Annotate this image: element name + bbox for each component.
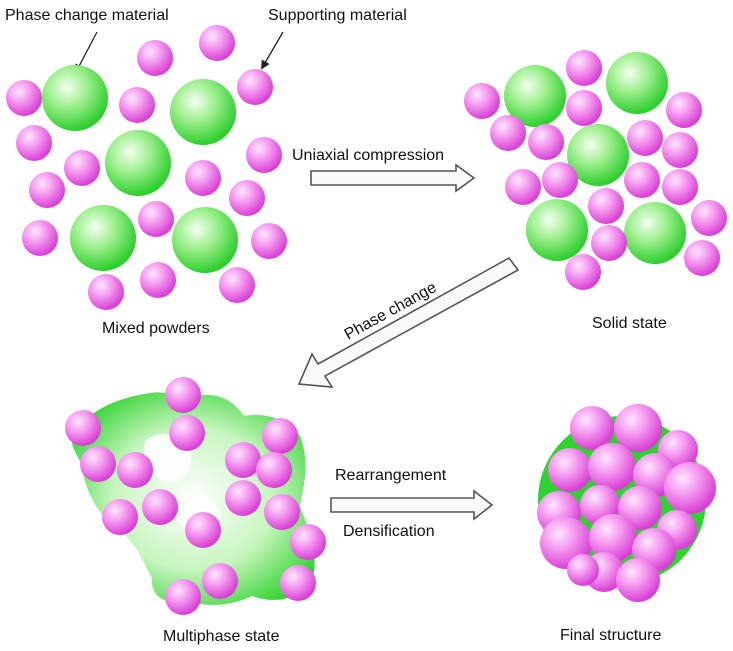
support-particle (185, 512, 221, 548)
mixed-powders-label: Mixed powders (102, 320, 210, 337)
support-particle (666, 92, 702, 128)
pcm-particle (504, 65, 566, 127)
support-particle (169, 415, 205, 451)
support-particle (542, 162, 578, 198)
support-particle (662, 132, 698, 168)
support-particle (137, 40, 173, 76)
rearrangement-arrow (330, 489, 494, 521)
support-particle (570, 406, 614, 450)
support-particle (290, 524, 326, 560)
support-particle (29, 172, 65, 208)
multiphase-state-label: Multiphase state (163, 628, 280, 645)
support-particle (251, 223, 287, 259)
support-particle (119, 87, 155, 123)
support-particle (142, 489, 178, 525)
support-particle (262, 418, 298, 454)
rearrangement-label: Rearrangement (335, 467, 447, 484)
support-particle (140, 262, 176, 298)
support-particle (88, 274, 124, 310)
pcm-particle (70, 205, 136, 271)
support-particle (264, 494, 300, 530)
support-particle (199, 25, 235, 61)
support-particle (684, 240, 720, 276)
support-particle (691, 200, 727, 236)
densification-label: Densification (343, 523, 435, 540)
pcm-particle (170, 79, 236, 145)
pcm-particle (105, 130, 171, 196)
support-particle (219, 267, 255, 303)
support-particle (616, 558, 660, 602)
support-particle (246, 137, 282, 173)
pcm-particle (526, 199, 588, 261)
support-particle (102, 499, 138, 535)
support-particle (16, 125, 52, 161)
support-particle (117, 452, 153, 488)
support-particle (566, 50, 602, 86)
solid-state-cluster (464, 50, 727, 290)
pcm-particle (172, 207, 238, 273)
support-particle (225, 442, 261, 478)
support-particle (6, 80, 42, 116)
support-particle (664, 462, 716, 514)
support-particle (202, 563, 238, 599)
support-particle (185, 160, 221, 196)
support-particle (65, 410, 101, 446)
pcm-particle (606, 52, 668, 114)
support-particle (662, 169, 698, 205)
support-particle (589, 514, 637, 562)
pcm-particle (624, 202, 686, 264)
support-particle (528, 124, 564, 160)
support-particle (565, 254, 601, 290)
support-particle (165, 579, 201, 615)
support-particle (280, 565, 316, 601)
support-particle (548, 448, 592, 492)
support-particle (627, 120, 663, 156)
support-particle (614, 404, 662, 452)
solid-state-label: Solid state (592, 315, 667, 332)
mixed-powders-cluster (6, 25, 287, 310)
support-particle (618, 486, 662, 530)
final-structure-label: Final structure (560, 627, 661, 644)
support-particle (256, 452, 292, 488)
pcm-particle (567, 124, 629, 186)
support-particle (80, 446, 116, 482)
support-particle (229, 180, 265, 216)
support-particle (225, 480, 261, 516)
phase-change-material-label: Phase change material (5, 7, 169, 24)
uniaxial-compression-label: Uniaxial compression (292, 147, 444, 164)
support-particle (567, 554, 599, 586)
support-particle (490, 115, 526, 151)
support-particle (165, 377, 201, 413)
compression-arrow (310, 163, 476, 193)
support-particle (505, 169, 541, 205)
support-particle (591, 225, 627, 261)
support-particle (64, 150, 100, 186)
final-structure-cluster (537, 404, 716, 602)
support-particle (464, 83, 500, 119)
support-particle (588, 188, 624, 224)
support-particle (22, 220, 58, 256)
support-pointer-arrow (261, 31, 284, 70)
supporting-material-label: Supporting material (268, 7, 407, 24)
phase-change-arrow (297, 256, 520, 388)
support-particle (138, 201, 174, 237)
support-particle (566, 90, 602, 126)
support-particle (624, 162, 660, 198)
support-particle (237, 69, 273, 105)
pcm-particle (42, 65, 108, 131)
support-particle (588, 443, 636, 491)
multiphase-state-cluster (65, 377, 326, 615)
